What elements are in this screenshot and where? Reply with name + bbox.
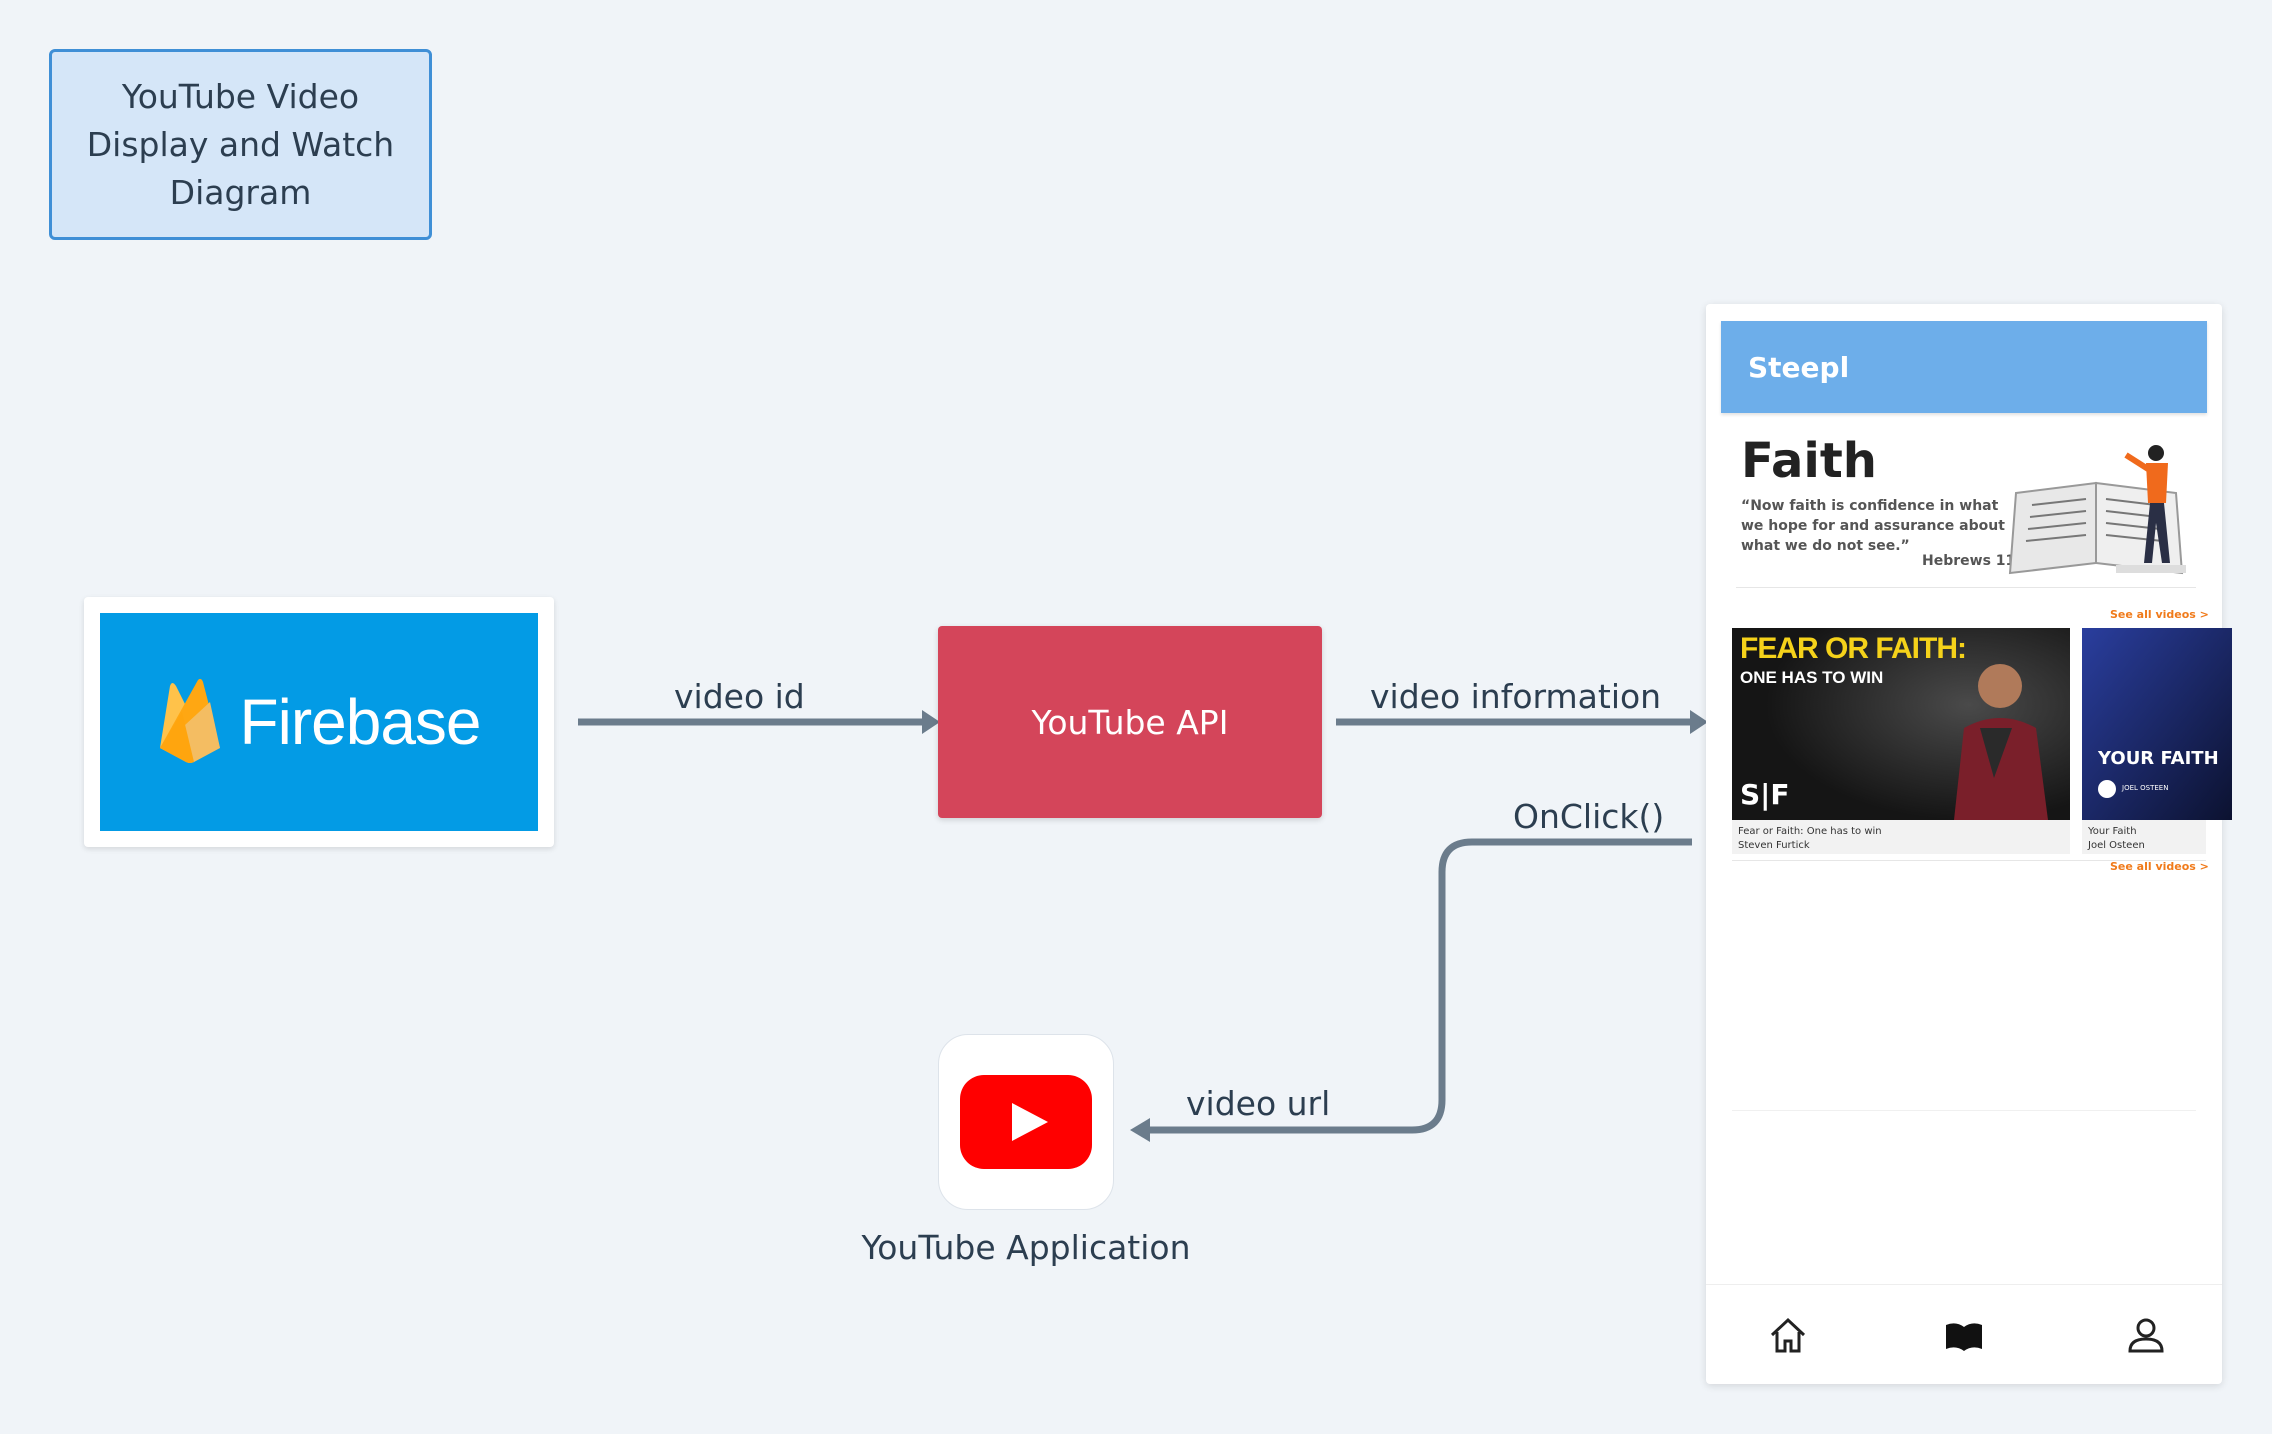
youtube-app-caption: YouTube Application [861,1228,1191,1267]
banner-quote: “Now faith is confidence in what we hope… [1741,498,2005,554]
edge-video-url-arrowhead [1130,1118,1150,1142]
firebase-node[interactable]: Firebase [84,597,554,847]
see-all-videos-link[interactable]: See all videos > [2110,860,2209,873]
edge-label-video-id: video id [674,677,805,716]
video-title: Your Faith [2088,826,2137,837]
thumbnail-logo: JOEL OSTEEN [2122,784,2169,792]
edge-video-id-arrowhead [922,710,940,734]
diagram-title-box: YouTube Video Display and Watch Diagram [49,49,432,240]
open-book-illustration [2008,445,2186,575]
faith-banner: Faith “Now faith is confidence in what w… [1706,413,2222,589]
banner-divider [1736,587,2196,588]
book-icon[interactable] [1944,1315,1984,1355]
thumbnail-logo-icon [2098,780,2116,798]
profile-icon[interactable] [2126,1315,2166,1355]
see-all-videos-link[interactable]: See all videos > [2110,608,2209,621]
youtube-api-label: YouTube API [1031,702,1229,742]
youtube-api-node[interactable]: YouTube API [938,626,1322,818]
video-card[interactable]: FEAR OR FAITH: ONE HAS TO WIN S|F Fear o… [1732,628,2070,854]
firebase-label: Firebase [239,686,482,758]
banner-reference: Hebrews 11:1 [1922,553,2031,569]
bottom-nav [1706,1284,2222,1385]
video-thumbnail: YOUR FAITH JOEL OSTEEN [2082,628,2232,820]
edge-onclick-video-url [1144,838,1692,1134]
banner-heading: Faith [1741,433,1877,489]
video-thumbnail: FEAR OR FAITH: ONE HAS TO WIN S|F [1732,628,2070,820]
home-icon[interactable] [1768,1315,1808,1355]
edge-label-onclick: OnClick() [1513,797,1665,836]
video-author: Steven Furtick [1738,840,1810,851]
video-title: Fear or Faith: One has to win [1738,826,1882,837]
edge-video-information-arrowhead [1690,710,1708,734]
video-thumbnail-image [1732,628,2070,820]
videos-divider [1732,860,2206,861]
app-bar: Steepl [1721,321,2207,413]
diagram-title: YouTube Video Display and Watch Diagram [86,76,395,212]
thumbnail-headline: FEAR OR FAITH: [1740,632,1967,665]
firebase-flame-icon [159,678,220,763]
video-card[interactable]: YOUR FAITH JOEL OSTEEN Your Faith Joel O… [2082,628,2232,854]
video-author: Joel Osteen [2088,840,2145,851]
youtube-app-node[interactable] [938,1034,1114,1210]
app-title: Steepl [1748,350,1850,384]
edge-label-video-url: video url [1186,1084,1331,1123]
steepl-app-screen: Steepl Faith “Now faith is confidence in… [1706,304,2232,1385]
thumbnail-logo: S|F [1740,778,1790,811]
youtube-play-icon [960,1075,1092,1169]
thumbnail-subheadline: ONE HAS TO WIN [1740,668,1884,687]
firebase-logo-tile: Firebase [100,613,538,831]
thumbnail-headline: YOUR FAITH [2098,748,2219,769]
edge-label-video-information: video information [1370,677,1662,716]
content-divider [1732,1110,2196,1111]
